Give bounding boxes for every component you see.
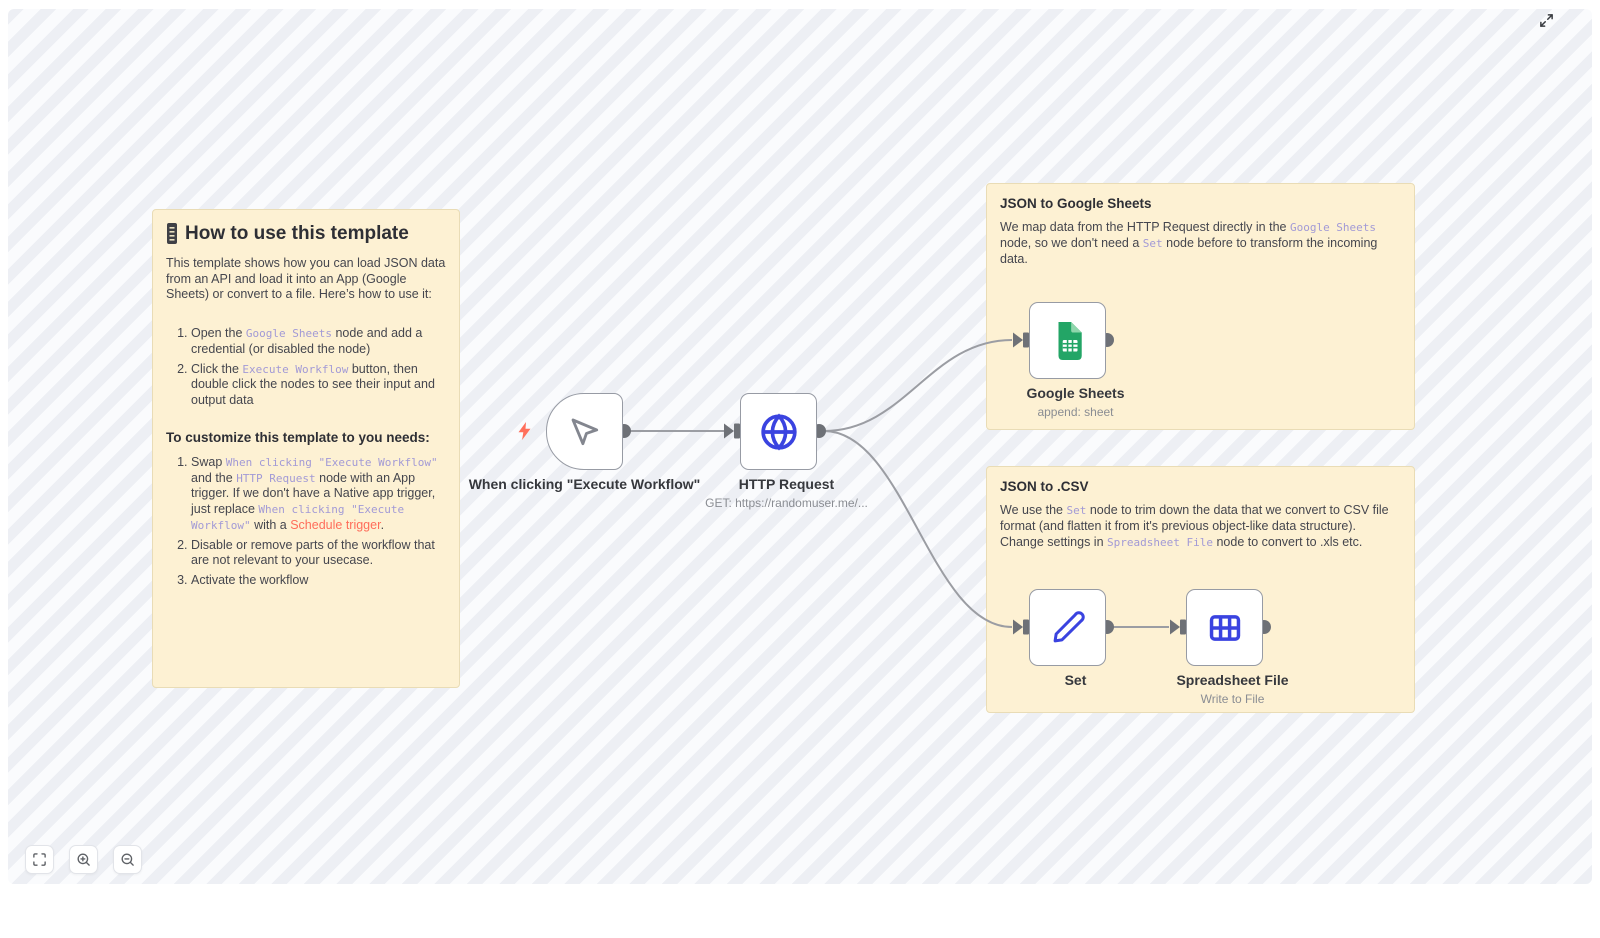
inline-code: When clicking "Execute Workflow" <box>191 503 405 532</box>
text-segment: Disable or remove parts of the workflow … <box>191 537 435 568</box>
sticky-note-json-to-google-sheets[interactable]: JSON to Google Sheets We map data from t… <box>986 183 1415 430</box>
sticky-howto-title-row: How to use this template <box>166 222 446 246</box>
node-set[interactable] <box>1029 589 1106 666</box>
node-manual-trigger[interactable] <box>546 393 623 470</box>
text-segment: node with an App trigger. If we don't ha… <box>191 470 436 517</box>
sticky-howto-intro: This template shows how you can load JSO… <box>166 255 446 302</box>
workflow-canvas[interactable]: How to use this template This template s… <box>8 9 1592 884</box>
list-item: Open the Google Sheets node and add a cr… <box>191 326 446 358</box>
fit-view-button[interactable] <box>25 845 54 874</box>
expand-button[interactable] <box>1536 10 1556 30</box>
text-segment: node to trim down the data that we conve… <box>1000 503 1389 549</box>
text-segment: node and add a credential (or disabled t… <box>191 326 423 356</box>
list-item: Disable or remove parts of the workflow … <box>191 538 446 570</box>
text-segment: and the <box>191 470 237 485</box>
node-label-set: Set <box>1064 672 1087 688</box>
sticky-howto-title: How to use this template <box>185 223 409 244</box>
inline-code: HTTP Request <box>236 471 316 485</box>
sticky-howto-steps: Open the Google Sheets node and add a cr… <box>166 326 446 409</box>
inline-code: When clicking "Execute Workflow" <box>225 455 438 469</box>
sticky-csv-body: We use the Set node to trim down the dat… <box>1000 503 1401 550</box>
zoom-out-icon <box>121 853 134 866</box>
inline-code: Execute Workflow <box>242 362 349 376</box>
text-segment: Click the <box>191 361 243 376</box>
notebook-emoji-icon <box>167 223 177 245</box>
node-label-sheets: Google Sheets <box>1026 385 1125 401</box>
zoom-in-button[interactable] <box>69 845 98 874</box>
text-segment: node, so we don't need a <box>1000 235 1143 250</box>
zoom-in-icon <box>77 853 90 866</box>
input-port[interactable] <box>724 423 734 439</box>
text-segment: node to convert to .xls etc. <box>1212 534 1363 549</box>
text-segment: node before to transform the incoming da… <box>1000 235 1378 266</box>
lightning-bolt-icon <box>518 422 531 440</box>
inline-code: Spreadsheet File <box>1107 535 1213 549</box>
text-segment: We use the <box>1000 503 1067 517</box>
node-label-trigger: When clicking "Execute Workflow" <box>468 476 701 492</box>
list-item: Swap When clicking "Execute Workflow" an… <box>191 455 446 534</box>
text-segment: Activate the workflow <box>191 573 309 588</box>
node-http-request[interactable] <box>740 393 817 470</box>
list-item: Click the Execute Workflow button, then … <box>191 362 446 409</box>
sticky-sheets-title: JSON to Google Sheets <box>1000 196 1152 211</box>
spreadsheet-table-icon <box>1209 614 1240 641</box>
text-segment: We map data from the HTTP Request direct… <box>1000 220 1290 234</box>
sticky-howto-customize-heading: To customize this template to you needs: <box>166 429 430 445</box>
google-sheets-icon <box>1058 321 1082 360</box>
pencil-icon <box>1053 610 1085 642</box>
zoom-out-button[interactable] <box>113 845 142 874</box>
inline-link[interactable]: Schedule trigger <box>290 517 381 532</box>
inline-code: Set <box>1142 236 1163 250</box>
fit-view-icon <box>33 853 46 866</box>
inline-code: Set <box>1066 504 1087 517</box>
node-subtitle-http: GET: https://randomuser.me/... <box>705 496 868 510</box>
list-item: Activate the workflow <box>191 573 446 589</box>
node-label-file: Spreadsheet File <box>1176 672 1289 688</box>
text-segment: Open the <box>191 326 246 341</box>
node-spreadsheet-file[interactable] <box>1186 589 1263 666</box>
inline-code: Google Sheets <box>245 327 332 341</box>
node-label-http: HTTP Request <box>738 476 835 492</box>
text-segment: Swap <box>191 454 226 469</box>
sticky-sheets-body: We map data from the HTTP Request direct… <box>1000 220 1401 267</box>
mouse-pointer-icon <box>571 418 598 445</box>
text-segment: with a <box>250 517 291 532</box>
node-subtitle-sheets: append: sheet <box>1037 405 1114 419</box>
node-google-sheets[interactable] <box>1029 302 1106 379</box>
expand-icon <box>1539 13 1553 27</box>
sticky-csv-title: JSON to .CSV <box>1000 479 1089 494</box>
canvas-controls <box>25 845 142 874</box>
inline-code: Google Sheets <box>1289 221 1377 234</box>
sticky-note-how-to-use[interactable]: How to use this template This template s… <box>152 209 460 688</box>
text-segment: button, then double click the nodes to s… <box>191 361 435 408</box>
edge-http-to-set[interactable] <box>823 430 1013 628</box>
sticky-howto-customize-steps: Swap When clicking "Execute Workflow" an… <box>166 455 446 589</box>
node-subtitle-file: Write to File <box>1200 692 1265 706</box>
globe-icon <box>760 413 797 450</box>
text-segment: . <box>380 517 385 532</box>
